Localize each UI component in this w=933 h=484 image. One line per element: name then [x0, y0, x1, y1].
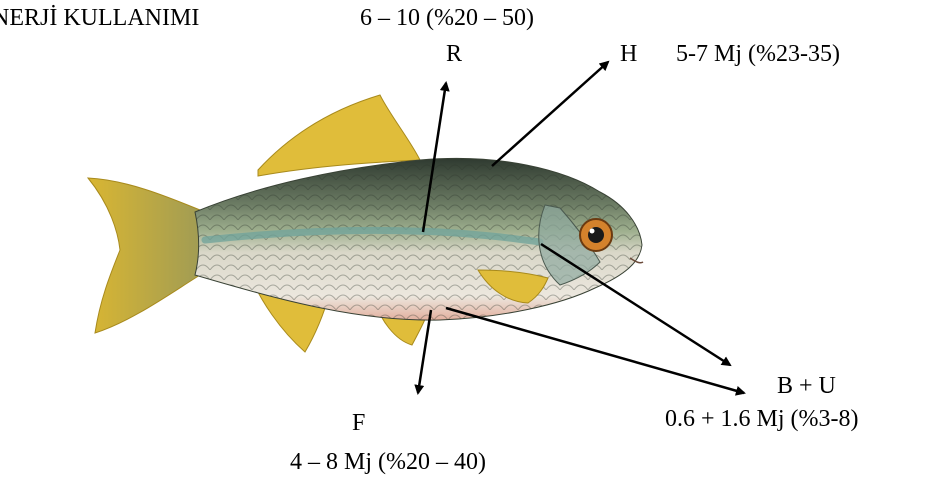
r-letter-label: R: [446, 40, 462, 68]
f-value-label: 4 – 8 Mj (%20 – 40): [290, 448, 486, 476]
arrow-b-upper: [541, 244, 730, 365]
arrow-h: [492, 62, 608, 166]
h-letter-label: H: [620, 40, 637, 68]
fish-illustration: [88, 95, 643, 352]
h-value-label: 5-7 Mj (%23-35): [676, 40, 840, 68]
bu-value-label: 0.6 + 1.6 Mj (%3-8): [665, 405, 859, 433]
arrow-b-lower: [446, 308, 744, 393]
r-value-label: 6 – 10 (%20 – 50): [360, 4, 534, 32]
tail-fin: [88, 178, 205, 333]
f-letter-label: F: [352, 409, 365, 437]
page-title: NERJİ KULLANIMI: [0, 4, 199, 32]
bu-letter-label: B + U: [777, 372, 836, 400]
